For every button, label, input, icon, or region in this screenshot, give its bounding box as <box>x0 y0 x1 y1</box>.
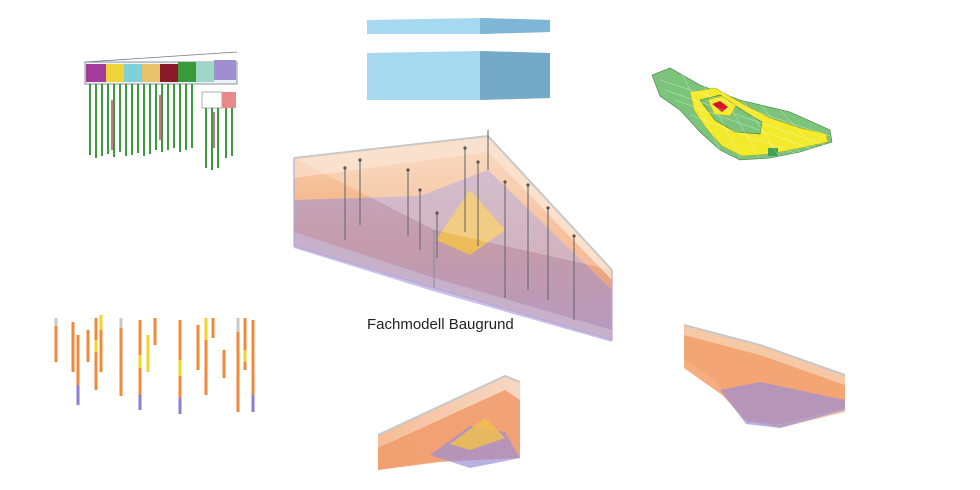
subsoil-section-right <box>683 324 846 428</box>
subsoil-section-left <box>377 374 521 470</box>
pile-foundation-model <box>84 51 238 170</box>
voxel-grid-model <box>651 67 833 161</box>
soil-layer-slabs <box>367 18 550 100</box>
borehole-logs <box>54 315 255 414</box>
main-model-caption: Fachmodell Baugrund <box>367 316 514 333</box>
main-subsoil-model <box>293 130 613 342</box>
